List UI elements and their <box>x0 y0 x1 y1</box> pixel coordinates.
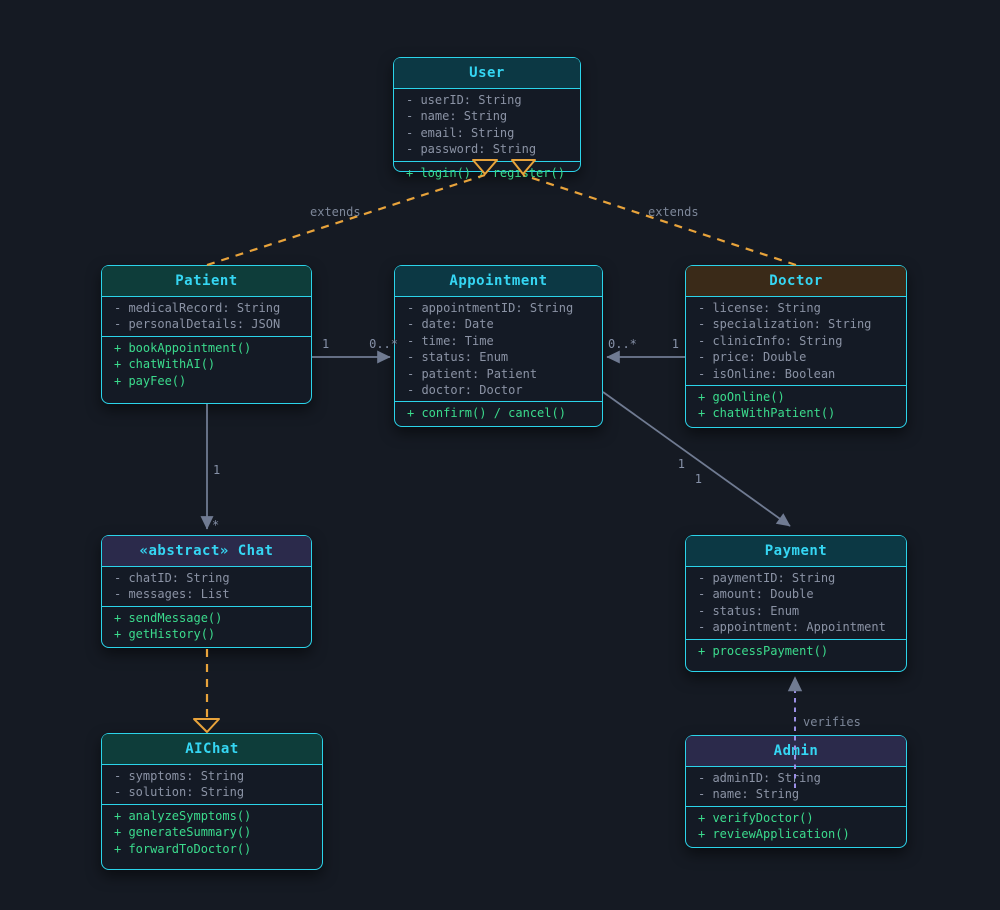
attribute-row: - isOnline: Boolean <box>698 366 836 381</box>
class-patient-methods: + bookAppointment() + chatWithAI()+ payFe… <box>102 337 311 403</box>
class-doctor-methods: + goOnline()+ chatWithPatient() <box>686 386 906 427</box>
class-user-attributes: - userID: String - name: String- email: S… <box>394 89 580 162</box>
class-admin-attributes: - adminID: String - name: String <box>686 767 906 807</box>
attribute-row: - paymentID: String <box>698 571 836 585</box>
class-title: Appointment <box>449 273 548 289</box>
attribute-row: - password: String <box>406 142 537 157</box>
class-admin-methods: + verifyDoctor() + reviewApplication() <box>686 807 906 847</box>
class-doctor-header: Doctor <box>686 266 906 297</box>
attribute-row: - price: Double <box>698 350 807 365</box>
attribute-row: - email: String <box>406 125 515 140</box>
class-appointment-methods: + confirm() / cancel() <box>395 402 602 426</box>
attribute-row: - symptoms: String <box>114 769 245 783</box>
method-row: + chatWithPatient() <box>698 406 836 421</box>
attribute-row: - date: Date <box>407 317 494 332</box>
method-row: + chatWithAI() <box>114 357 216 372</box>
class-title: Patient <box>175 273 238 289</box>
method-row: + generateSummary() <box>114 825 252 840</box>
class-admin[interactable]: Admin - adminID: String - name: String + … <box>685 735 907 848</box>
multiplicity-label: 1 <box>213 463 220 477</box>
attribute-row: - status: Enum <box>407 350 509 365</box>
class-user[interactable]: User - userID: String - name: String- ema… <box>393 57 581 180</box>
multiplicity-label: 1 <box>322 337 329 351</box>
class-title: Payment <box>764 543 828 559</box>
attribute-row: - name: String <box>406 109 508 124</box>
class-aichat-methods: + analyzeSymptoms() + generateSummary()+ … <box>102 805 322 869</box>
class-patient-header: Patient <box>102 266 311 297</box>
class-title: Doctor <box>769 273 823 289</box>
attribute-row: - solution: String <box>114 785 245 800</box>
class-chat-methods: + sendMessage() + getHistory() <box>102 607 311 647</box>
attribute-row: - medicalRecord: String <box>114 301 281 315</box>
class-title: «abstract» Chat <box>139 543 274 559</box>
method-row: + login() / register() <box>406 165 565 180</box>
class-aichat-header: AIChat <box>102 734 322 765</box>
attribute-row: - patient: Patient <box>407 366 538 381</box>
class-patient[interactable]: Patient - medicalRecord: String - persona… <box>101 265 312 404</box>
class-title: Admin <box>773 743 819 759</box>
method-row: + processPayment() <box>698 643 829 658</box>
method-row: + bookAppointment() <box>114 340 252 355</box>
class-chat-abstract[interactable]: «abstract» Chat - chatID: String - messag… <box>101 535 312 648</box>
verifies-label: verifies <box>803 715 861 729</box>
extends-label-left: extends <box>310 205 361 219</box>
method-row: + getHistory() <box>114 627 216 642</box>
attribute-row: - time: Time <box>407 333 494 348</box>
attribute-row: - adminID: String <box>698 771 821 785</box>
class-title: User <box>469 65 505 81</box>
method-row: + goOnline() <box>698 390 785 405</box>
multiplicity-label: 0..* <box>608 337 637 351</box>
class-chat-attributes: - chatID: String - messages: List <box>102 567 311 607</box>
attribute-row: - appointment: Appointment <box>698 620 886 635</box>
attribute-row: - license: String <box>698 301 821 315</box>
attribute-row: - userID: String <box>406 93 522 107</box>
attribute-row: - specialization: String <box>698 317 872 332</box>
multiplicity-label: 1 <box>695 472 702 486</box>
class-aichat-attributes: - symptoms: String - solution: String <box>102 765 322 805</box>
class-title: AIChat <box>185 741 239 757</box>
multiplicity-label: 1 <box>672 337 679 351</box>
class-payment-attributes: - paymentID: String - amount: Double- sta… <box>686 567 906 640</box>
extends-label-right: extends <box>648 205 699 219</box>
method-row: + forwardToDoctor() <box>114 841 252 856</box>
class-appointment-header: Appointment <box>395 266 602 297</box>
class-payment[interactable]: Payment - paymentID: String - amount: Dou… <box>685 535 907 672</box>
generalization-triangle-icon <box>193 718 220 733</box>
class-chat-header: «abstract» Chat <box>102 536 311 567</box>
class-payment-methods: + processPayment() <box>686 640 906 671</box>
multiplicity-label: 1 <box>678 457 685 471</box>
attribute-row: - amount: Double <box>698 587 814 602</box>
class-user-header: User <box>394 58 580 89</box>
attribute-row: - appointmentID: String <box>407 301 574 315</box>
class-doctor-attributes: - license: String - specialization: Strin… <box>686 297 906 387</box>
class-payment-header: Payment <box>686 536 906 567</box>
multiplicity-label: * <box>212 518 219 532</box>
method-row: + verifyDoctor() <box>698 810 814 825</box>
method-row: + reviewApplication() <box>698 827 850 842</box>
attribute-row: - clinicInfo: String <box>698 333 843 348</box>
attribute-row: - name: String <box>698 787 800 802</box>
method-row: + sendMessage() <box>114 610 223 625</box>
attribute-row: - personalDetails: JSON <box>114 317 281 332</box>
extends-edge-doctor-user <box>522 173 797 267</box>
class-doctor[interactable]: Doctor - license: String - specialization… <box>685 265 907 428</box>
method-row: + confirm() / cancel() <box>407 406 566 421</box>
class-user-methods: + login() / register() <box>394 162 580 184</box>
method-row: + payFee() <box>114 373 187 388</box>
class-appointment[interactable]: Appointment - appointmentID: String - dat… <box>394 265 603 427</box>
attribute-row: - messages: List <box>114 587 230 602</box>
extends-edge-patient-user <box>206 173 486 267</box>
class-appointment-attributes: - appointmentID: String - date: Date- tim… <box>395 297 602 403</box>
class-admin-header: Admin <box>686 736 906 767</box>
attribute-row: - status: Enum <box>698 603 800 618</box>
class-patient-attributes: - medicalRecord: String - personalDetails… <box>102 297 311 337</box>
attribute-row: - chatID: String <box>114 571 230 585</box>
class-aichat[interactable]: AIChat - symptoms: String - solution: Str… <box>101 733 323 870</box>
attribute-row: - doctor: Doctor <box>407 383 523 398</box>
method-row: + analyzeSymptoms() <box>114 808 252 823</box>
